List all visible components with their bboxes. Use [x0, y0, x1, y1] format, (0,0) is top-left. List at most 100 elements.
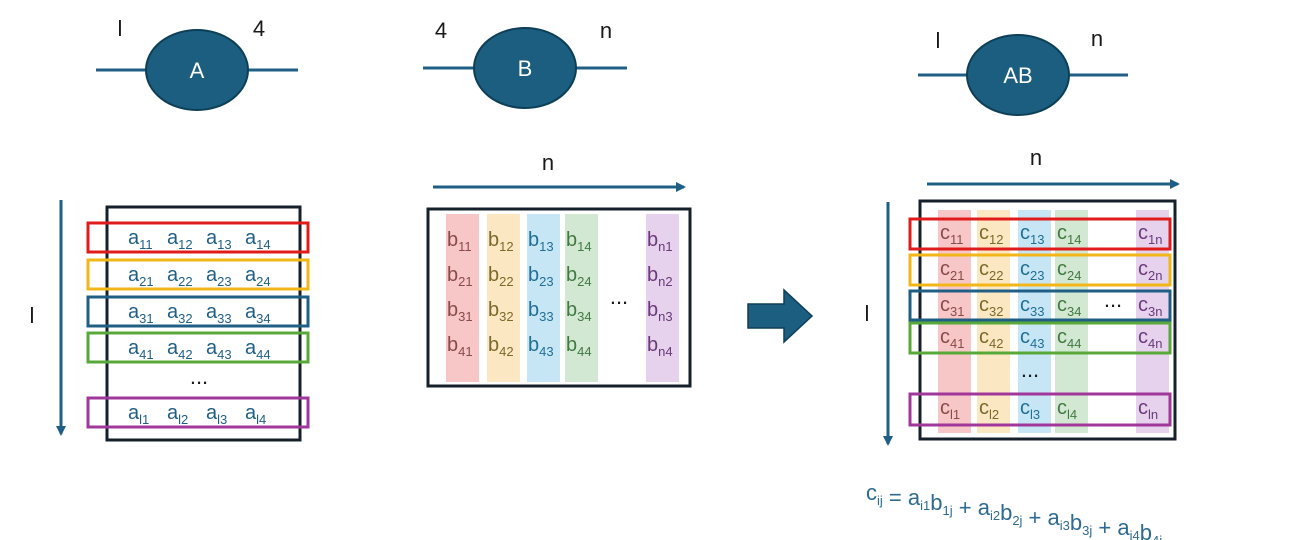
matrix-b-cell: b44 [566, 334, 592, 359]
term-base: c [1020, 326, 1030, 348]
term-base: a [908, 485, 921, 510]
term-base: a [206, 227, 218, 249]
matrix-c-cell: c42 [979, 326, 1003, 351]
term-subscript: 42 [178, 347, 192, 362]
matrix-c-row-box [908, 321, 1172, 355]
term-base: c [1057, 294, 1067, 316]
node-ab-label: AB [1003, 63, 1032, 88]
term-base: b [1140, 520, 1152, 540]
term-subscript: 33 [539, 309, 553, 324]
term-subscript: l2 [989, 407, 999, 422]
matrix-b-cell: b24 [566, 264, 592, 289]
term-subscript: l4 [1067, 407, 1077, 422]
term-base: a [245, 402, 257, 424]
term-base: a [245, 227, 257, 249]
matrix-a-cell: a22 [167, 264, 193, 289]
node-ab-circle [966, 34, 1070, 116]
term-subscript: 1n [1148, 232, 1162, 247]
term-subscript: 31 [950, 304, 964, 319]
term-subscript: 12 [989, 232, 1003, 247]
matrix-c-cell: c24 [1057, 258, 1081, 283]
matrix-c-cell: cl1 [940, 397, 960, 422]
term-base: b [528, 299, 539, 321]
matrix-b: n b11b21b31b41b12b22b32b42b13b23b33b43b1… [426, 150, 692, 388]
matrix-a-row-box [86, 221, 310, 254]
term-base: b [447, 334, 458, 356]
term-subscript: 42 [989, 336, 1003, 351]
node-a: A l 4 [96, 16, 298, 111]
matrix-c-cell: c11 [940, 222, 964, 247]
matrix-a-cell: a43 [206, 337, 232, 362]
term-base: a [245, 264, 257, 286]
matrix-b-cell: b23 [528, 264, 554, 289]
term-base: c [1057, 258, 1067, 280]
term-base: a [128, 264, 140, 286]
matrix-c-cell: c3n [1138, 294, 1162, 319]
matrix-a-row-box [86, 396, 310, 429]
matrix-c-cell: c23 [1020, 258, 1044, 283]
matrix-c-row-box [908, 253, 1172, 287]
node-ab-right-index: n [1091, 26, 1103, 51]
matrix-a-cell: a33 [206, 301, 232, 326]
matrix-b-cell: b43 [528, 334, 554, 359]
term-subscript: 44 [256, 347, 270, 362]
term-subscript: i1 [920, 498, 930, 513]
term-base: a [167, 337, 179, 359]
matrix-a-cell: a41 [128, 337, 154, 362]
term-base: a [206, 264, 218, 286]
term-subscript: 21 [139, 274, 153, 289]
term-base: c [940, 258, 950, 280]
matrix-b-cell: b42 [488, 334, 514, 359]
matrix-b-column-band [646, 214, 679, 382]
term-base: c [979, 294, 989, 316]
term-base: b [566, 264, 577, 286]
term-subscript: n3 [658, 309, 672, 324]
term-subscript: 2j [1012, 513, 1022, 528]
term-subscript: 44 [1067, 336, 1081, 351]
matrix-b-column-band [565, 214, 598, 382]
term-subscript: 41 [139, 347, 153, 362]
matrix-b-cell: b13 [528, 229, 554, 254]
term-subscript: n1 [658, 239, 672, 254]
matrix-c-cell: c21 [940, 258, 964, 283]
matrix-b-cell: b11 [447, 229, 472, 254]
matrix-b-cell: b21 [447, 264, 473, 289]
term-base: a [167, 301, 179, 323]
term-base: b [566, 299, 577, 321]
term-subscript: 21 [950, 268, 964, 283]
matrix-c-row-ellipsis: ... [1104, 287, 1122, 312]
matrix-a-cell: al2 [167, 402, 188, 427]
matrix-a-row-box [86, 258, 310, 291]
term-subscript: l3 [217, 412, 227, 427]
term-base: b [447, 264, 458, 286]
term-base: b [1070, 510, 1082, 535]
matrix-a-cell: a42 [167, 337, 193, 362]
term-subscript: ln [1148, 407, 1158, 422]
term-subscript: 33 [1030, 304, 1044, 319]
term-subscript: 3j [1082, 523, 1092, 538]
term-subscript: 32 [178, 311, 192, 326]
term-base: b [647, 229, 658, 251]
term-subscript: 11 [458, 239, 472, 254]
term-base: a [167, 402, 179, 424]
term-base: a [167, 227, 179, 249]
node-b-circle [473, 27, 577, 109]
matrix-c-col-ellipsis: ... [1021, 357, 1039, 382]
matrix-a-row-box [86, 295, 310, 328]
term-base: a [128, 337, 140, 359]
matrix-a-cell: a14 [245, 227, 271, 252]
formula-operator: + [1022, 505, 1047, 530]
term-base: b [647, 334, 658, 356]
matrix-c-cell: c41 [940, 326, 964, 351]
term-subscript: 34 [577, 309, 591, 324]
term-base: b [488, 229, 499, 251]
term-subscript: 1j [942, 503, 952, 518]
term-subscript: 13 [1030, 232, 1044, 247]
matrix-c-cell: cln [1138, 397, 1158, 422]
term-base: c [1138, 294, 1148, 316]
matrix-b-column-band [446, 214, 479, 382]
matrix-c-cell: c4n [1138, 326, 1162, 351]
